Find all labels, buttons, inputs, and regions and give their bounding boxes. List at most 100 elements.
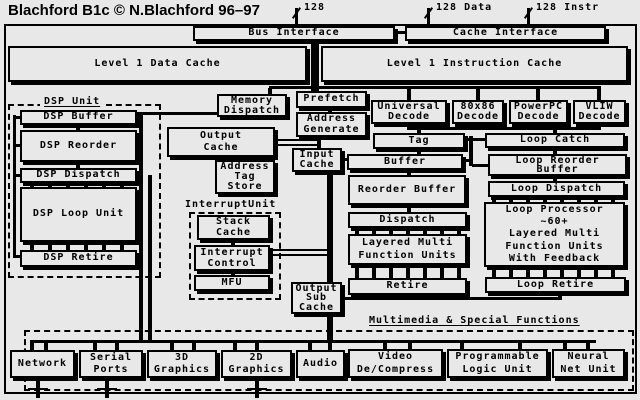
box-label: Decode [387,111,431,122]
connector-line [472,164,488,167]
section-label-dsp-unit: DSP Unit [40,96,105,107]
box-label: Layered Multi [361,237,454,248]
box-label: Cache [203,142,239,153]
box-label: With Feedback [508,252,601,264]
connector-line [15,116,20,119]
box-bus-interface: Bus Interface [193,26,395,41]
connector-line [93,342,97,351]
connector-line [407,127,601,130]
connector-line [460,342,464,351]
box-label: Loop Dispatch [510,182,603,194]
connector-line [558,292,562,298]
connector-line [247,388,267,390]
box-label: Cache [299,159,335,170]
connector-line [465,138,485,141]
bus-width-label: 128 Instr [536,2,600,13]
box-label: Cache Interface [452,27,559,39]
box-label: Retire [386,280,429,292]
connector-line [170,342,174,351]
connector-line [408,342,412,351]
box-label: Bus Interface [248,27,340,39]
box-label: Decode [578,111,621,122]
box-label: VLIW [585,101,614,112]
box-label: Generate [303,123,360,135]
page-title: Blachford B1c © N.Blachford 96–97 [8,2,260,19]
connector-line [407,204,411,213]
box-label: Layered Multi [508,228,601,240]
connector-line [13,115,16,258]
connector-line [148,175,152,341]
connector-line [268,88,272,95]
box-label: ~60+ [540,216,569,228]
box-label: Decode [456,111,500,122]
connector-line [476,88,480,100]
box-label: Loop Processor [505,204,604,215]
connector-comb [492,266,616,278]
box-label: Level 1 Data Cache [94,57,221,69]
connector-line [231,239,235,246]
connector-line [311,41,319,93]
connector-line [15,255,20,258]
connector-line [233,342,237,351]
box-label: Loop Catch [519,134,591,146]
box-loop-retire: Loop Retire [485,277,626,293]
connector-line [553,175,557,182]
box-label: DSP Reorder [39,139,118,151]
connector-line [563,342,567,351]
connector-line [36,377,40,398]
box-label: Address [306,113,357,124]
section-box-interrupt-unit [189,212,281,300]
box-loop-catch: Loop Catch [485,133,625,148]
connector-line [469,136,473,166]
box-label: 3D [174,352,190,363]
connector-line [463,159,470,162]
connector-line [527,8,530,27]
section-label-interrupt-unit: InterruptUnit [181,199,281,210]
box-label: DSP Buffer [43,111,114,123]
connector-line [139,112,143,341]
box-label: Buffer [536,164,579,175]
box-prefetch: Prefetch [296,91,367,108]
connector-line [327,313,333,341]
box-label: Input [299,149,335,160]
box-level1-data-cache: Level 1 Data Cache [8,46,307,82]
connector-line [342,297,562,300]
box-label: Prefetch [303,93,360,105]
connector-line [15,144,20,147]
connector-line [76,124,80,131]
connector-line [192,342,196,351]
box-tag: Tag [373,133,465,149]
box-label: Graphics [153,364,211,375]
box-retire: Retire [348,278,467,295]
connector-line [328,342,332,351]
connector-line [417,148,421,155]
box-label: Buffer [383,155,427,167]
box-label: Video [377,351,414,362]
box-label: Loop Reorder [515,155,600,166]
connector-line [383,342,387,351]
box-label: Decode [517,111,560,122]
connector-line [255,377,259,398]
box-label: Graphics [228,364,285,375]
box-level1-instruction-cache: Level 1 Instruction Cache [321,46,628,82]
box-dsp-loop-unit: DSP Loop Unit [20,187,137,242]
bus-width-label: 128 Data [436,2,493,13]
box-label: Universal [377,101,441,112]
connector-line [30,340,596,343]
box-label: PowerPC [513,101,564,112]
box-label: Ports [93,364,129,375]
box-label: Function Units [358,249,457,261]
connector-line [476,123,480,129]
connector-line [536,88,540,100]
